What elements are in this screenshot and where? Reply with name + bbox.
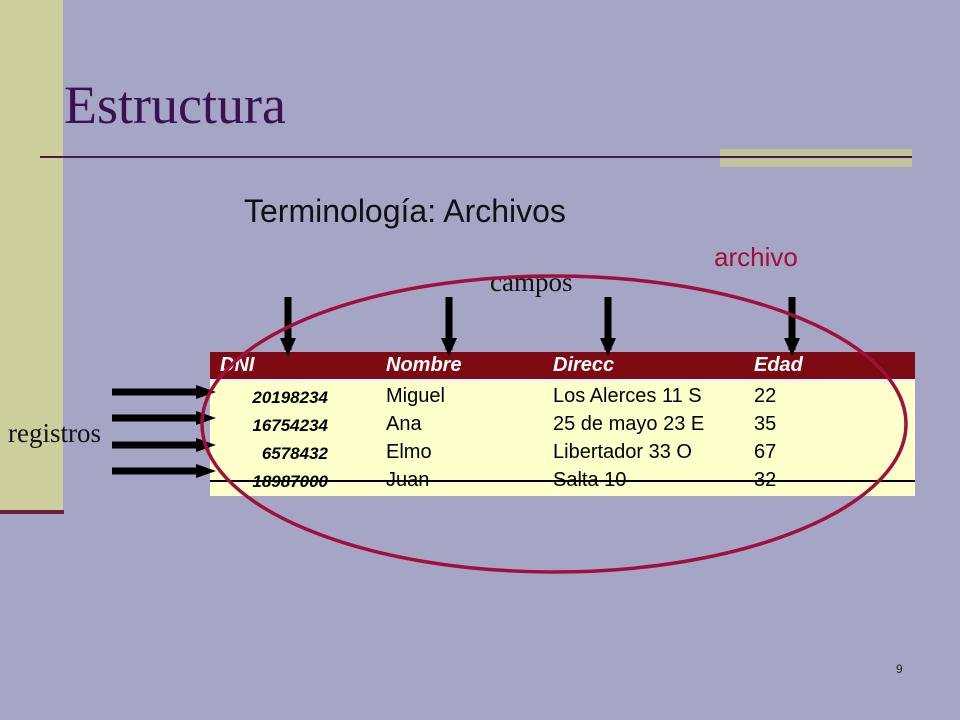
cell-nombre: Elmo [386,441,432,463]
cell-dni: 6578432 [261,444,328,463]
table-header: DNI Nombre Direcc Edad [210,352,915,382]
label-campos: campos [490,267,573,297]
page-number: 9 [896,662,903,676]
arrow-head-icon [600,338,616,356]
header-edad: Edad [754,354,803,376]
cell-edad: 35 [754,413,777,435]
left-sidebar-bar [0,0,63,512]
slide-title: Estructura [64,75,286,135]
cell-nombre: Miguel [386,385,445,407]
cell-edad: 22 [754,385,777,407]
title-rule-accent [720,149,912,167]
arrow-head-icon [784,338,800,356]
cell-edad: 67 [754,441,777,463]
slide-subtitle: Terminología: Archivos [244,193,566,229]
header-direcc: Direcc [553,354,615,376]
title-rule [40,156,912,158]
arrow-head-icon [196,385,216,399]
cell-dni: 16754234 [252,416,328,435]
label-archivo: archivo [714,242,798,272]
arrow-head-icon [441,338,457,356]
label-registros: registros [8,418,101,448]
cell-direcc: 25 de mayo 23 E [553,413,705,435]
cell-direcc: Los Alerces 11 S [553,385,702,407]
arrow-head-icon [196,464,216,478]
left-sidebar-foot [0,510,64,514]
arrow-head-icon [280,338,296,356]
cell-direcc: Libertador 33 O [553,441,692,463]
header-nombre: Nombre [386,354,462,376]
record-arrows [112,385,216,478]
archivo-ellipse [200,274,908,574]
field-arrows [280,297,800,356]
records-table: DNI Nombre Direcc Edad 20198234 Miguel L… [210,352,915,496]
record-separator-line [210,480,915,482]
cell-dni: 20198234 [252,388,328,407]
arrow-head-icon [196,411,216,425]
cell-nombre: Ana [386,413,422,435]
